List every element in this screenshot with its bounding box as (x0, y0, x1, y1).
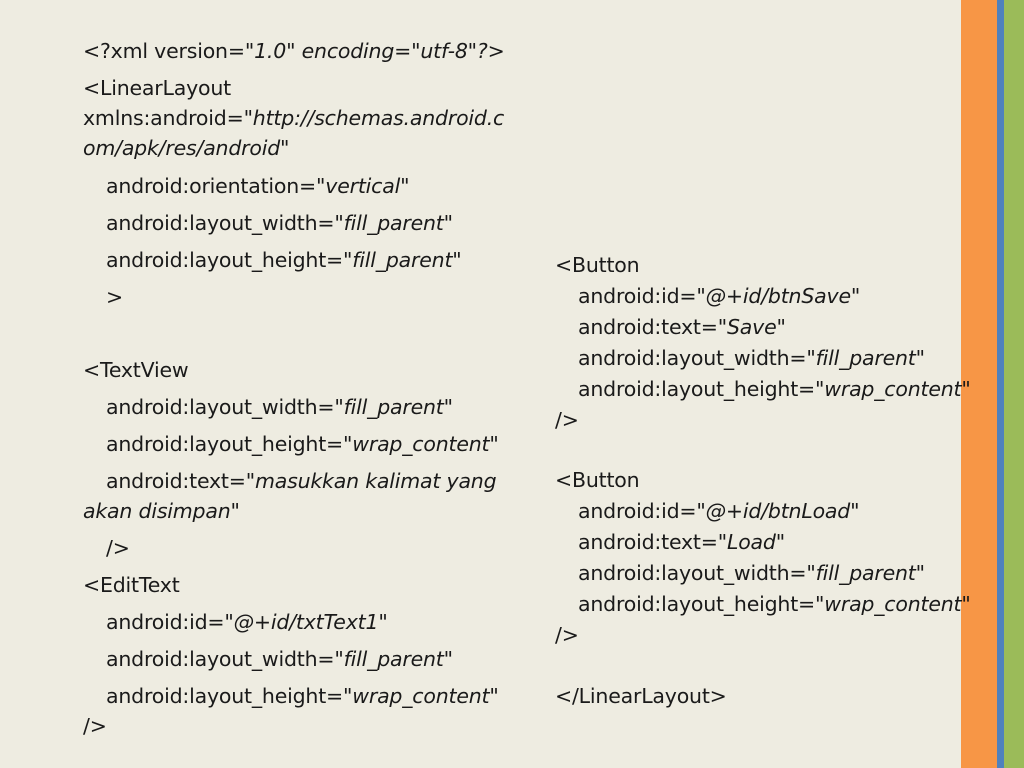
code-line: /> (555, 623, 579, 647)
code-line: android:text="masukkan kalimat yang (106, 469, 497, 493)
code-line: <Button (555, 253, 640, 277)
code-line: <LinearLayout (83, 76, 231, 100)
blue-stripe (997, 0, 1004, 768)
green-stripe (1004, 0, 1024, 768)
code-line: android:text="Load" (578, 530, 785, 554)
code-line: android:id="@+id/btnSave" (578, 284, 861, 308)
code-line: android:layout_width="fill_parent" (106, 395, 453, 419)
code-line: android:layout_height="wrap_content" (106, 684, 499, 708)
code-line: > (106, 285, 123, 309)
code-line: <TextView (83, 358, 189, 382)
code-line: </LinearLayout> (555, 684, 727, 708)
code-line: /> (83, 714, 107, 738)
code-line: android:layout_height="wrap_content" (578, 592, 971, 616)
code-line: android:layout_width="fill_parent" (578, 346, 925, 370)
code-line: android:layout_height="wrap_content" (578, 377, 971, 401)
code-line: android:id="@+id/btnLoad" (578, 499, 860, 523)
code-line: akan disimpan" (83, 499, 240, 523)
code-line: /> (555, 408, 579, 432)
code-line: android:layout_width="fill_parent" (106, 647, 453, 671)
code-line: android:layout_width="fill_parent" (578, 561, 925, 585)
code-line: xmlns:android="http://schemas.android.c (83, 106, 505, 130)
code-line: <?xml version="1.0" encoding="utf-8"?> (83, 39, 505, 63)
code-line: android:layout_height="fill_parent" (106, 248, 462, 272)
code-line: <Button (555, 468, 640, 492)
code-line: /> (106, 536, 130, 560)
code-line: android:id="@+id/txtText1" (106, 610, 388, 634)
code-line: android:layout_height="wrap_content" (106, 432, 499, 456)
code-line: <EditText (83, 573, 180, 597)
code-line: android:text="Save" (578, 315, 786, 339)
code-line: om/apk/res/android" (83, 136, 290, 160)
code-line: android:orientation="vertical" (106, 174, 410, 198)
orange-stripe (961, 0, 997, 768)
code-line: android:layout_width="fill_parent" (106, 211, 453, 235)
